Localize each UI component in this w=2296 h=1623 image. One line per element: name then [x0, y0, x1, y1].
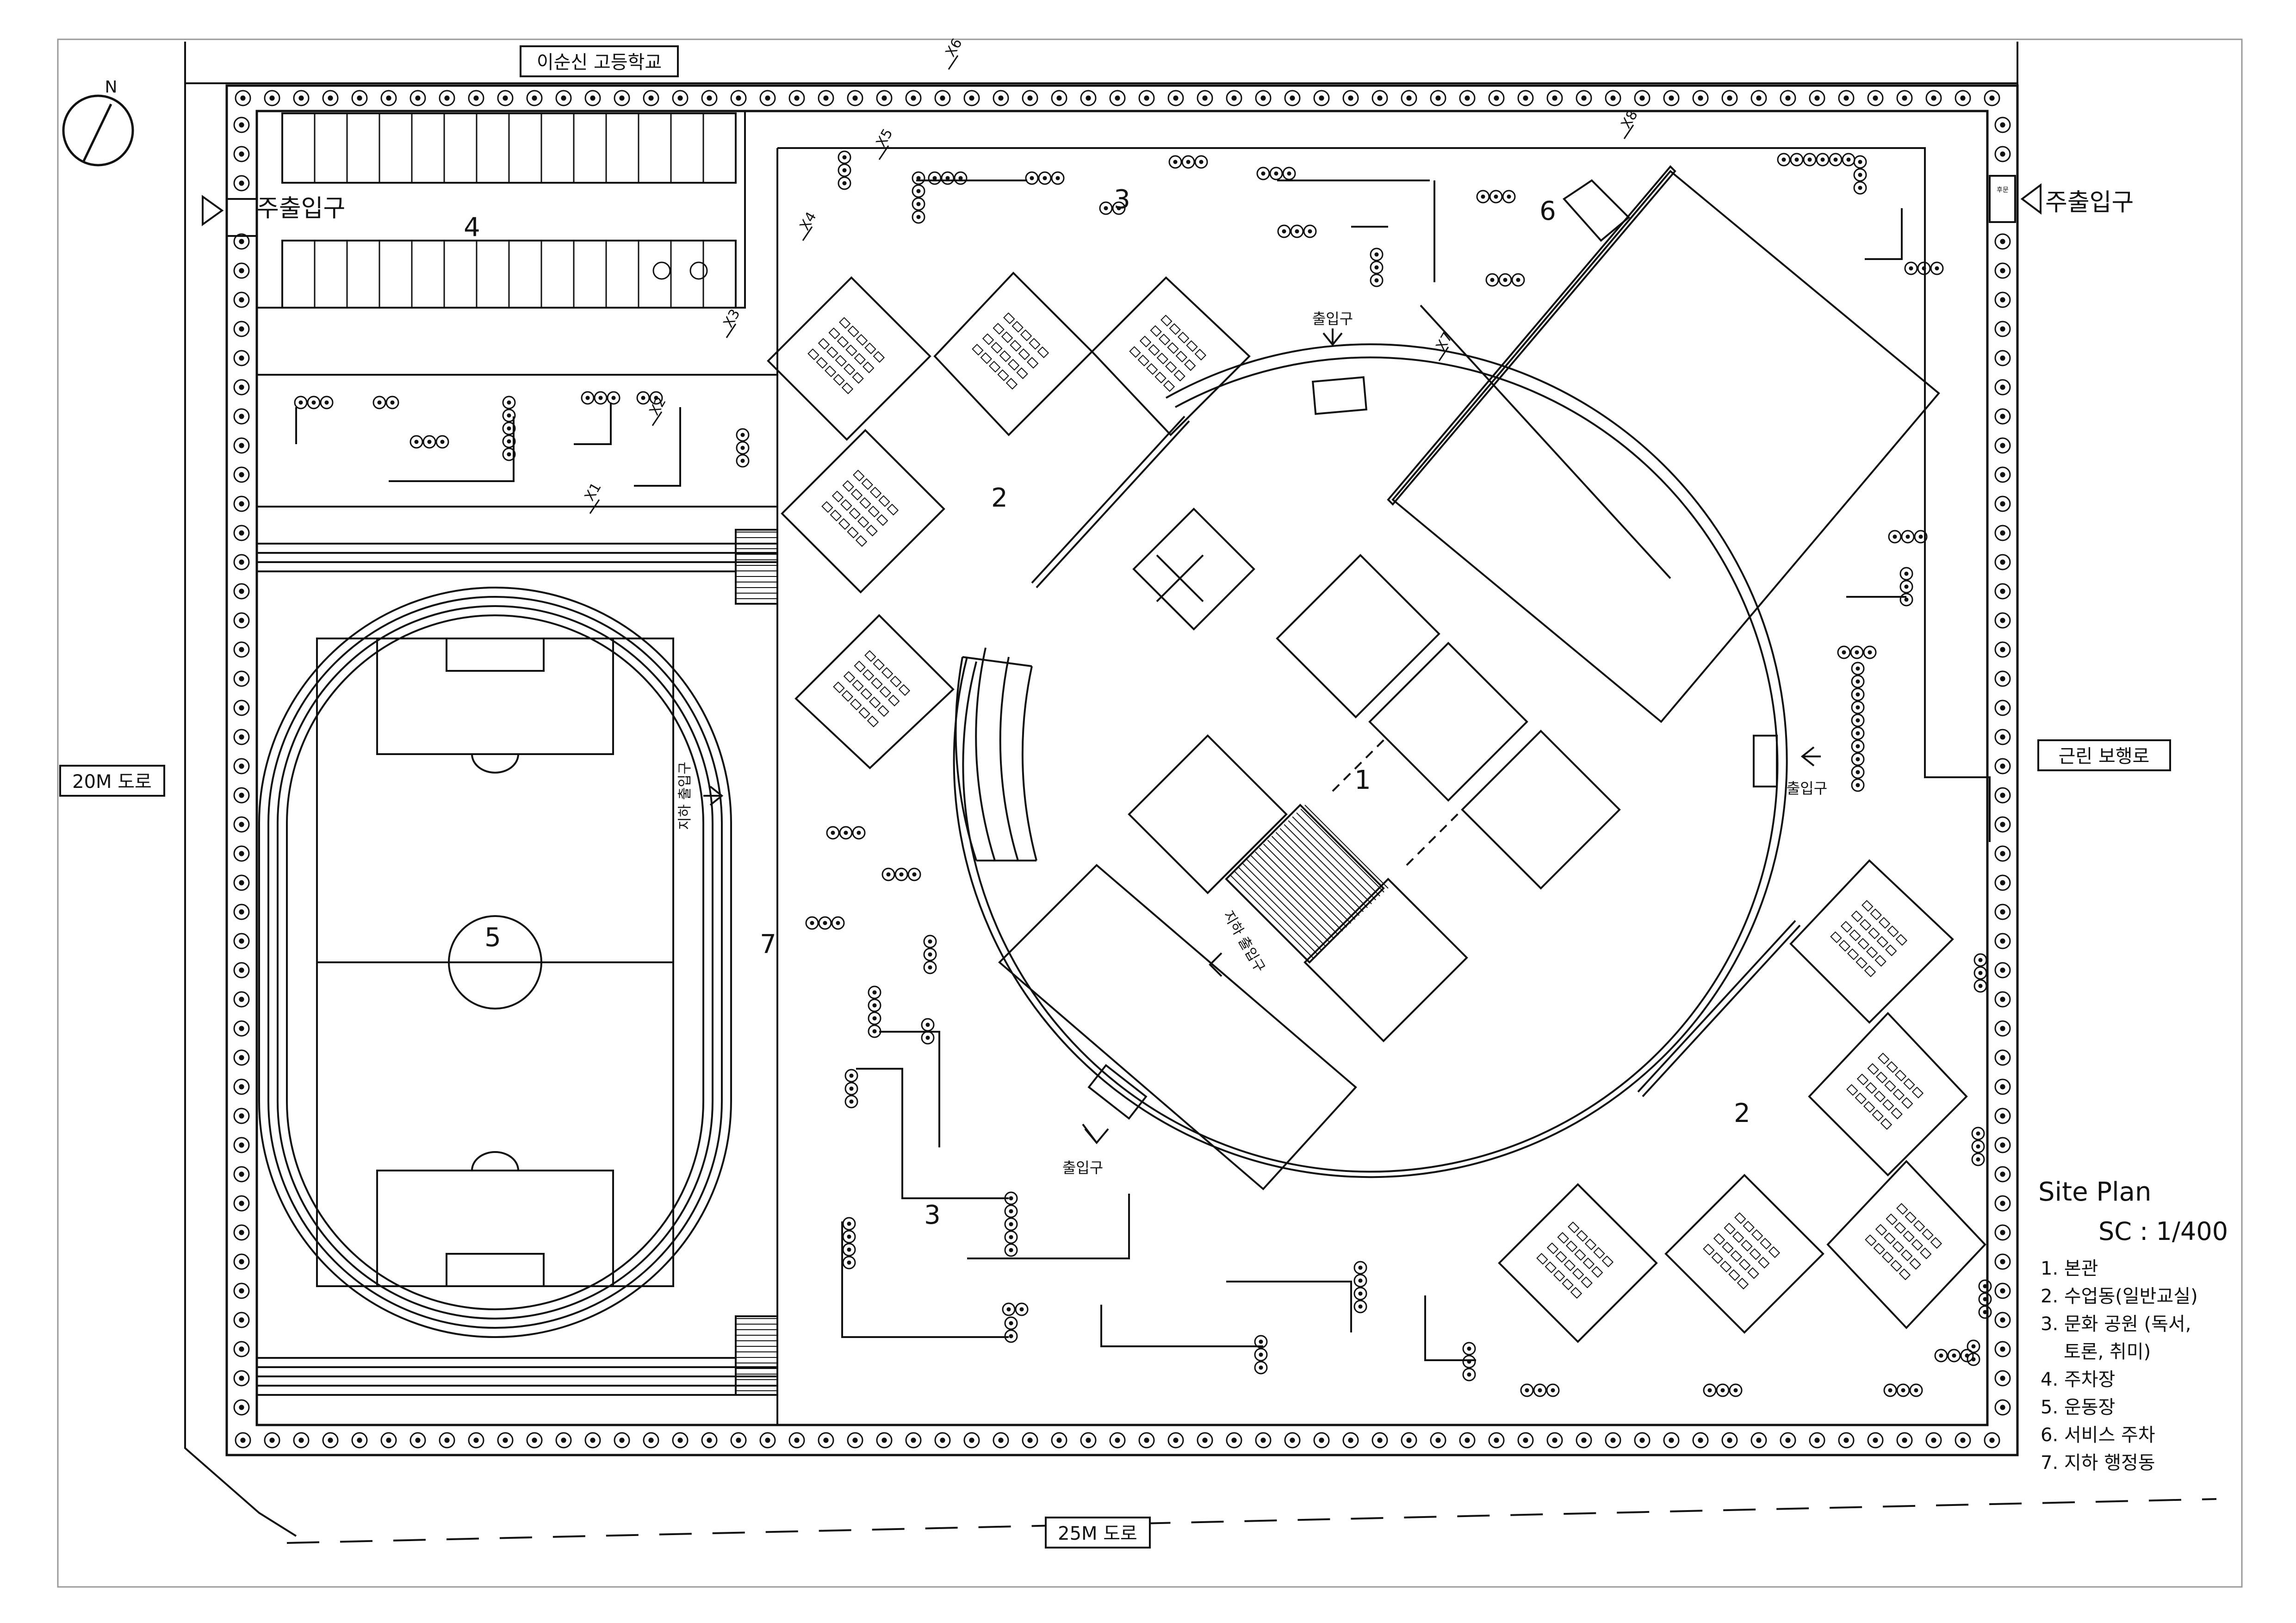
- section-x1: X1: [582, 480, 605, 504]
- entry-north-label: 출입구: [1312, 310, 1353, 328]
- legend-item: 7. 지하 행정동: [2041, 1452, 2155, 1474]
- legend-item: 5. 운동장: [2041, 1397, 2115, 1418]
- legend-title: Site Plan: [2038, 1177, 2151, 1207]
- legend: Site Plan SC : 1/400 1. 본관 2. 수업동(일반교실) …: [2038, 1177, 2228, 1474]
- entry-east-label: 출입구: [1787, 780, 1827, 797]
- zone-6-label: 6: [1539, 196, 1556, 226]
- classroom-wing-west: [767, 272, 1251, 769]
- sheet-frame: [57, 38, 2243, 1588]
- zone-1-label: 1: [1354, 765, 1371, 795]
- north-label: N: [105, 78, 118, 97]
- legend-item: 4. 주차장: [2041, 1369, 2115, 1390]
- park-paths: [295, 147, 1991, 1361]
- east-entry-marker: [1989, 175, 2042, 223]
- road-south-label: 25M 도로: [1058, 1523, 1137, 1544]
- zone-2b-label: 2: [1734, 1098, 1750, 1128]
- zone-3a-label: 3: [1114, 185, 1130, 215]
- south-road: [286, 1498, 2217, 1544]
- school-label: 이순신 고등학교: [537, 52, 662, 73]
- road-west-label: 20M 도로: [72, 771, 152, 793]
- classroom-wing-southeast: [1498, 859, 1986, 1343]
- service-tag-label: 후문: [1997, 186, 2009, 194]
- service-parking: [1562, 179, 1630, 242]
- entry-south-label: 출입구: [1062, 1159, 1103, 1177]
- hedge-boundary: [225, 84, 2019, 1456]
- section-x4: X4: [797, 209, 820, 233]
- zone-5-label: 5: [484, 923, 501, 953]
- classroom-desks: [807, 312, 1942, 1299]
- gymnasium: [1387, 165, 1940, 723]
- sports-field: [257, 529, 778, 1396]
- zone-7-label: 7: [760, 929, 776, 960]
- legend-scale: SC : 1/400: [2098, 1217, 2228, 1246]
- underground-entry-center-label: 지하 출입구: [1220, 908, 1268, 975]
- legend-item: 3. 문화 공원 (독서,: [2041, 1313, 2191, 1335]
- entry-arrow-icons: [703, 328, 1821, 1145]
- west-entry-marker: [202, 195, 257, 237]
- main-entry-east-label: 주출입구: [2045, 189, 2134, 217]
- legend-item: 6. 서비스 주차: [2041, 1425, 2155, 1446]
- main-stair: [1226, 805, 1389, 963]
- entry-doors: [1087, 376, 1778, 1120]
- label-boxes: [59, 45, 2171, 1549]
- amphitheater: [955, 647, 1037, 861]
- legend-item: 토론, 취미): [2064, 1341, 2151, 1363]
- walkway-label: 근린 보행로: [2059, 746, 2150, 767]
- parking-stalls: [314, 113, 704, 308]
- legend-item: 1. 본관: [2041, 1258, 2098, 1279]
- hedge-shrubs: [233, 90, 2011, 1449]
- main-building: [998, 554, 1621, 1190]
- zone-3b-label: 3: [924, 1200, 941, 1230]
- covered-walkways: [1031, 415, 1801, 1097]
- north-arrow-icon: N: [62, 78, 134, 167]
- tree-clusters: [294, 150, 1992, 1397]
- accessible-parking-icon: [652, 261, 708, 280]
- main-entry-west-label: 주출입구: [257, 195, 345, 223]
- internal-road: [257, 148, 778, 1425]
- section-cut-marks: [589, 55, 1634, 514]
- elevator-core: [1132, 508, 1255, 631]
- underground-entry-west-label: 지하 출입구: [677, 762, 693, 830]
- zone-4-label: 4: [464, 212, 480, 242]
- central-plaza: [953, 343, 1788, 1178]
- section-x5: X5: [873, 126, 896, 150]
- legend-item: 2. 수업동(일반교실): [2041, 1286, 2198, 1307]
- section-x3: X3: [720, 306, 744, 330]
- zone-2a-label: 2: [991, 483, 1008, 513]
- bleacher-stairs: [736, 532, 777, 1391]
